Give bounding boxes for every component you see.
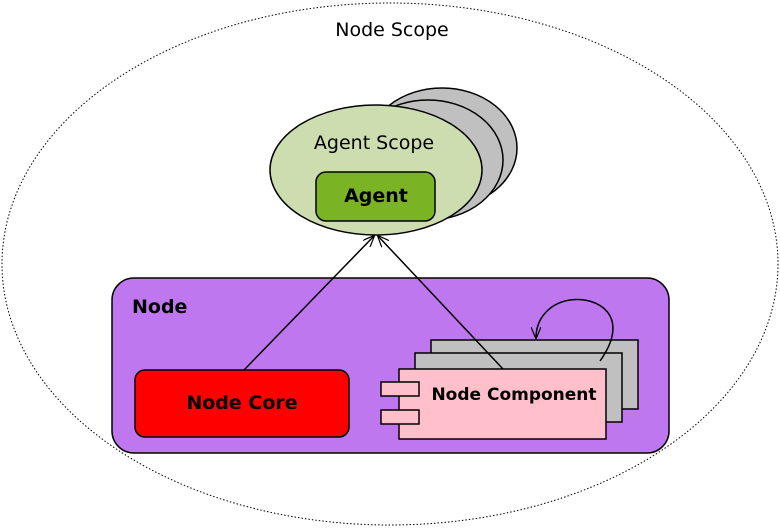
- node-core-box: [134, 369, 350, 438]
- agent-box: [315, 171, 436, 222]
- agent-label: Agent: [344, 185, 408, 207]
- node-component-box: [398, 368, 607, 440]
- self-loop-arrow: [536, 298, 614, 362]
- agent-scope-label: Agent Scope: [314, 132, 434, 154]
- node-core-to-agent-arrow: [243, 236, 374, 371]
- node-component-port-bottom: [380, 409, 420, 425]
- node-component-label: Node Component: [431, 385, 596, 405]
- node-scope-label: Node Scope: [335, 19, 449, 41]
- node-component-port-top: [380, 381, 420, 397]
- node-core-label: Node Core: [186, 392, 297, 414]
- node-component-to-agent-arrow: [378, 236, 504, 370]
- node-label: Node: [132, 296, 187, 318]
